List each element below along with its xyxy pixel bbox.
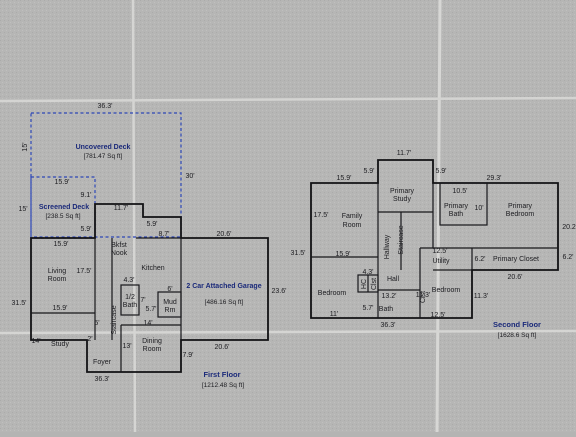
staircase-label: Staircase	[111, 305, 118, 334]
utility-label: Utility	[432, 258, 450, 265]
dim-garage-top: 20.6'	[217, 231, 232, 238]
primary-closet-label: Primary Closet	[493, 256, 539, 263]
dim2-right-62: 6.2'	[562, 254, 573, 261]
dim-deck-side: 15'	[22, 142, 29, 151]
dim-left-315: 31.5'	[12, 300, 27, 307]
dim-bath-7: 7'	[140, 297, 145, 304]
hall-label: Hall	[387, 276, 400, 283]
bath2-label: Bath	[379, 306, 394, 313]
dim-foyer-5: 5'	[94, 320, 99, 327]
dim2-bottom-363: 36.3'	[381, 322, 396, 329]
dim-bath-43: 4.3'	[123, 277, 134, 284]
uncovered-deck-area: [781.47 Sq ft]	[84, 153, 123, 160]
dim-sdeck-59: 5.9'	[80, 226, 91, 233]
dim2-bed-125: 12.5'	[431, 312, 446, 319]
dim-sdeck-9: 9.1'	[80, 192, 91, 199]
foyer-label: Foyer	[93, 359, 112, 366]
clst-label: Clst	[420, 291, 427, 303]
dim2-bed-11: 11'	[330, 311, 339, 318]
primary-bath-walls	[439, 182, 488, 226]
second-floor-area: [1628.6 Sq ft]	[498, 332, 537, 339]
clst-small-label: Clst	[371, 278, 378, 290]
dim-sdeck-top: 15.9'	[55, 179, 70, 186]
staircase2-label: Staircase	[398, 225, 405, 254]
first-floor-title: First Floor	[203, 370, 240, 379]
dim-mud-6: 6'	[167, 286, 172, 293]
dim2-top-59a: 5.9'	[363, 168, 374, 175]
dim-living-side: 17.5'	[77, 268, 92, 275]
dim-garage-side: 23.6'	[272, 288, 287, 295]
dim2-top-117: 11.7'	[397, 150, 411, 157]
screened-deck-label: Screened Deck	[39, 204, 89, 211]
dim2-top-59b: 5.9'	[435, 168, 446, 175]
dim2-top-159: 15.9'	[337, 175, 352, 182]
dim2-bath-105: 10.5'	[453, 188, 468, 195]
first-floor-plan: Uncovered Deck [781.47 Sq ft] Screened D…	[12, 103, 287, 389]
hallway-label: Hallway	[384, 234, 391, 259]
study-label: Study	[51, 341, 69, 348]
dim-living-top: 15.9'	[54, 241, 69, 248]
dim-bath-57: 5.7'	[145, 306, 156, 313]
dim2-bath-10: 10'	[474, 205, 483, 212]
dim2-left-315: 31.5'	[291, 250, 306, 257]
garage-area: [486.16 Sq ft]	[205, 299, 244, 306]
dim2-bath-57: 5.7'	[362, 305, 373, 312]
dim-living-bottom: 15.9'	[53, 305, 68, 312]
dim2-utility-125: 12.5'	[433, 248, 448, 255]
dim-deck-right: 30'	[185, 173, 194, 180]
dim-kitchen-87: 8.7'	[158, 231, 169, 238]
dim-nook-top: 11.7'	[114, 205, 128, 212]
screened-deck-area: [238.5 Sq ft]	[45, 213, 80, 220]
uncovered-deck-label: Uncovered Deck	[76, 144, 131, 151]
uncovered-deck-outline	[30, 112, 182, 238]
dim-sdeck-side: 15'	[18, 206, 27, 213]
dim2-family-175: 17.5'	[314, 212, 329, 219]
dim-garage-bottom: 20.6'	[215, 344, 230, 351]
dim2-hall-43: 4.3'	[362, 269, 373, 276]
first-floor-area: [1212.48 Sq ft]	[202, 382, 244, 389]
dim-foyer-2: 2'	[87, 336, 92, 343]
dim-deck-width: 36.3'	[98, 103, 113, 110]
bedroom-right-label: Bedroom	[432, 287, 461, 294]
second-floor-title: Second Floor	[493, 320, 541, 329]
dim2-bath-132: 13.2'	[382, 293, 397, 300]
dim-kitchen-59: 5.9'	[146, 221, 157, 228]
kitchen-label: Kitchen	[141, 265, 164, 272]
dim2-bed-113b: 11.3'	[474, 293, 488, 300]
dim-bottom-width: 36.3'	[95, 376, 110, 383]
dim2-right-20: 20.2	[562, 224, 576, 231]
second-floor-outer-wall	[310, 159, 559, 319]
hc-label: HC	[361, 279, 368, 289]
dim-study-14: 14'	[31, 338, 40, 345]
dim2-closet-62: 6.2'	[474, 256, 485, 263]
dim-dining-13: 13'	[122, 343, 131, 350]
dim2-bed-113a: 11.3'	[416, 292, 430, 299]
mud-room-walls	[157, 291, 182, 318]
dim2-top-293: 29.3'	[487, 175, 502, 182]
dim-dining-14: 14'	[143, 320, 152, 327]
garage-label: 2 Car Attached Garage	[186, 283, 261, 290]
bedroom-left-label: Bedroom	[318, 290, 347, 297]
dim2-family-159: 15.9'	[336, 251, 351, 258]
half-bath-walls	[120, 284, 140, 316]
dim2-mid-206: 20.6'	[508, 274, 523, 281]
dim-garage-79: 7.9'	[182, 352, 193, 359]
